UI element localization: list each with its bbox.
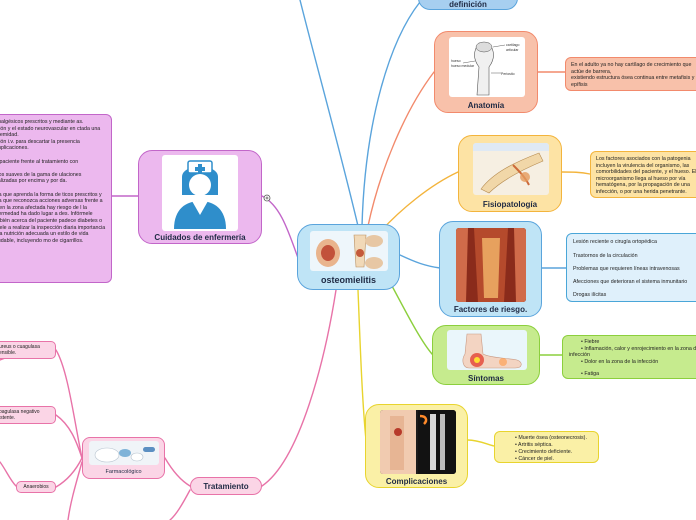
complications-title: Complicaciones	[385, 477, 448, 486]
risk-item[interactable]: Afecciones que deterioran el sistema inm…	[573, 279, 688, 285]
complication-item[interactable]: • Artritis séptica.	[515, 442, 553, 448]
anatomy-node[interactable]: cartílago hueso hueso medular articular …	[434, 31, 538, 113]
nurse-image	[162, 155, 238, 231]
connector-leaf-left2	[0, 461, 17, 487]
nursing-care-node[interactable]: Cuidados de enfermería	[138, 150, 262, 244]
risk-factors-image	[456, 228, 526, 302]
connector-risk	[399, 254, 441, 269]
pathophysiology-note[interactable]: Los factores asociados con la patogenia …	[590, 151, 696, 198]
definition-title: definición	[449, 0, 487, 9]
symptom-item[interactable]: • Inflamación, calor y enrojecimiento en…	[569, 346, 696, 359]
symptoms-foot-image	[447, 330, 527, 370]
symptoms-node[interactable]: Síntomas	[432, 325, 540, 385]
definition-node[interactable]: definición	[418, 0, 518, 10]
central-title: osteomielitis	[320, 275, 376, 285]
complication-item[interactable]: • Cáncer de piel.	[515, 456, 554, 462]
connector-top-left	[299, 0, 359, 227]
anatomy-image: cartílago hueso hueso medular articular …	[449, 37, 525, 97]
anatomy-label-5: Periostio	[501, 72, 515, 76]
connector-leaf-down	[67, 461, 83, 520]
treatment-node[interactable]: Tratamiento	[190, 477, 262, 495]
nursing-care-note[interactable]: s analgésicos prescritos y mediante as. …	[0, 114, 112, 283]
nursing-care-title: Cuidados de enfermería	[154, 233, 246, 242]
anatomy-note[interactable]: En el adulto ya no hay cartílago de crec…	[565, 57, 696, 91]
complication-item[interactable]: • Crecimiento deficiente.	[515, 449, 573, 455]
pathophysiology-title: Fisiopatología	[482, 200, 538, 209]
bone-illustration	[310, 231, 388, 271]
pharmacological-title: Farmacológico	[105, 469, 142, 475]
connector-symptoms	[391, 285, 433, 355]
anatomy-label-1: cartílago	[506, 43, 519, 47]
symptom-item[interactable]: • Fatiga	[581, 371, 600, 377]
symptoms-list: • Fiebre • Inflamación, calor y enrojeci…	[562, 335, 696, 379]
complications-xray-image	[380, 410, 456, 474]
connector-definition	[361, 1, 421, 227]
connector-leaf1	[55, 349, 83, 459]
connector-treatment-down	[169, 489, 191, 520]
risk-item[interactable]: Problemas que requieren líneas intraveno…	[573, 266, 680, 272]
complications-list: • Muerte ósea (osteonecrosis). • Artriti…	[494, 431, 599, 463]
central-topic[interactable]: osteomielitis	[297, 224, 400, 290]
risk-item[interactable]: Trastornos de la circulación	[573, 253, 638, 259]
connector-complications	[357, 289, 367, 441]
connector-anatomy	[367, 71, 435, 227]
pharmacological-node[interactable]: Farmacológico	[82, 437, 165, 479]
anatomy-label-2: hueso	[451, 59, 461, 63]
risk-item[interactable]: Lesión reciente o cirugía ortopédica	[573, 239, 657, 245]
pharma-leaf-2[interactable]: oagulasa negativo istente.	[0, 406, 56, 424]
pathophysiology-node[interactable]: Fisiopatología	[458, 135, 562, 212]
connector-leaf2	[55, 414, 83, 459]
risk-item[interactable]: Drogas ilícitas	[573, 292, 607, 298]
complication-item[interactable]: • Muerte ósea (osteonecrosis).	[515, 435, 587, 441]
pharma-leaf-3[interactable]: Anaerobios	[16, 481, 56, 493]
connector-pharma	[164, 457, 191, 487]
connector-compl-list	[467, 439, 495, 447]
anatomy-label-3: hueso medular	[451, 64, 475, 68]
connector-nursing	[261, 195, 299, 259]
connector-treatment	[261, 289, 337, 487]
symptom-item[interactable]: • Fiebre	[581, 339, 600, 345]
pharma-leaf-1[interactable]: ureus o cuagulasa ensible.	[0, 341, 56, 359]
symptom-item[interactable]: • Dolor en la zona de la infección	[581, 359, 659, 365]
risk-factors-list: Lesión reciente o cirugía ortopédica Tra…	[566, 233, 696, 302]
symptoms-title: Síntomas	[467, 374, 504, 383]
risk-factors-node[interactable]: Factores de riesgo.	[439, 221, 542, 317]
connector-leaf3	[55, 457, 83, 488]
complications-node[interactable]: Complicaciones	[365, 404, 468, 488]
collapse-toggle-icon	[263, 194, 271, 202]
pills-image	[89, 441, 159, 465]
anatomy-title: Anatomía	[467, 101, 505, 110]
pathophysiology-image	[473, 143, 549, 195]
treatment-title: Tratamiento	[203, 482, 249, 491]
anatomy-label-4: articular	[506, 48, 519, 52]
connector-patho-note	[561, 171, 591, 175]
risk-factors-title: Factores de riesgo.	[453, 305, 528, 314]
